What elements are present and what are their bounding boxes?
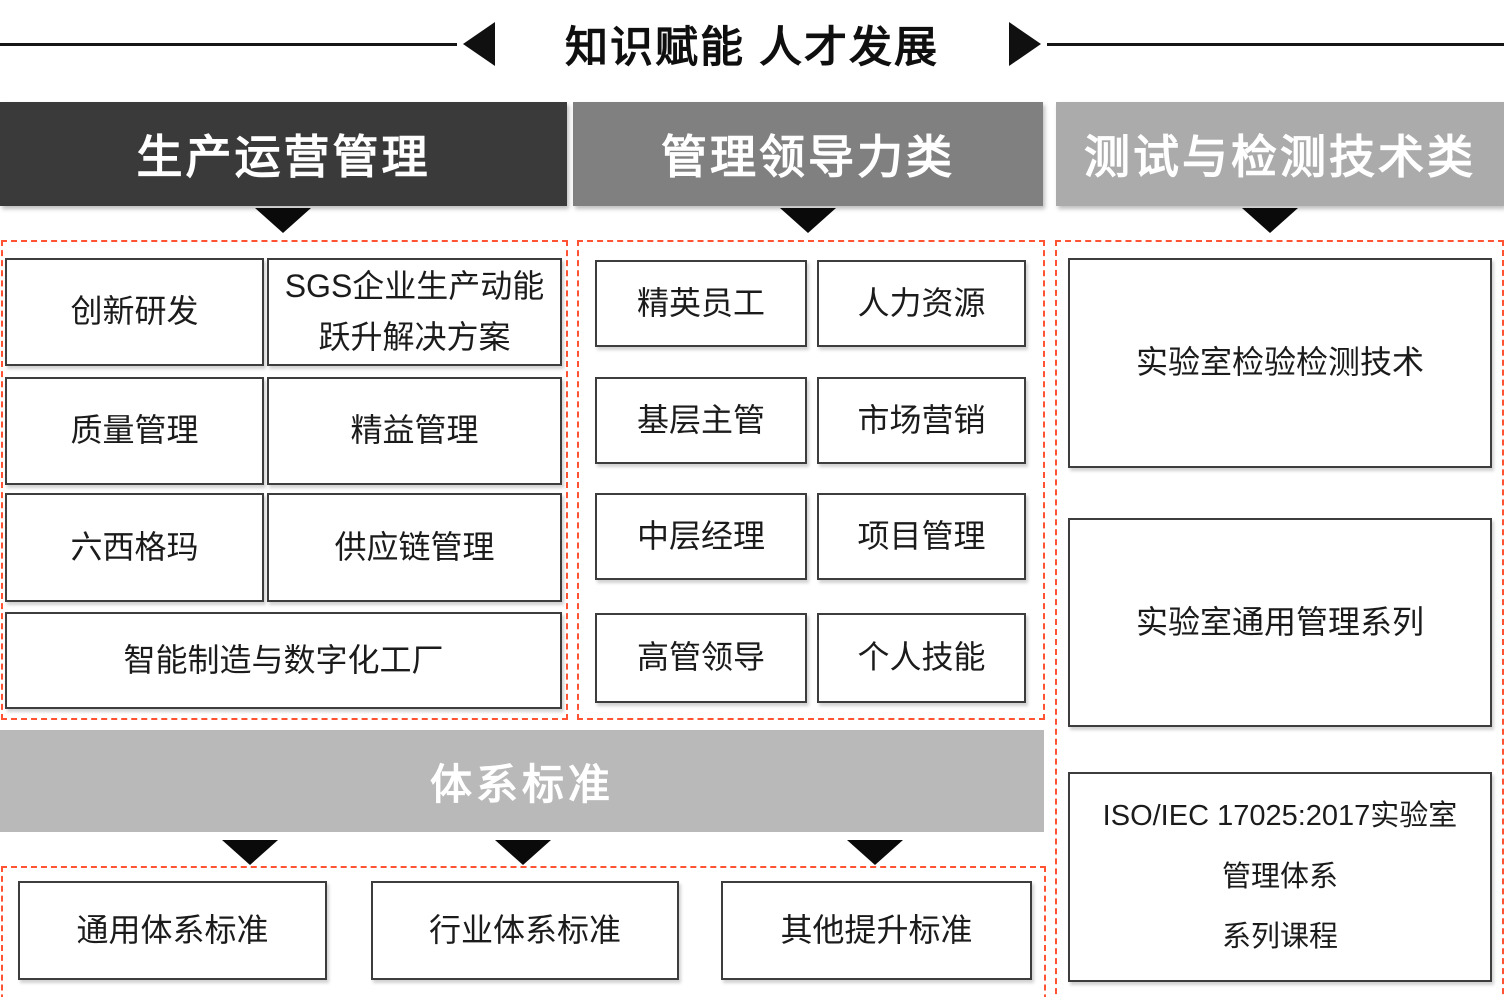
- box-project-management: 项目管理: [817, 493, 1026, 580]
- box-lab-general-management-series: 实验室通用管理系列: [1068, 518, 1492, 727]
- header-testing-inspection: 测试与检测技术类: [1056, 102, 1504, 206]
- box-human-resources: 人力资源: [817, 260, 1026, 347]
- header-management-leadership: 管理领导力类: [573, 102, 1043, 206]
- box-supply-chain-management: 供应链管理: [267, 493, 562, 602]
- box-executive-leadership: 高管领导: [595, 613, 807, 703]
- title-row: 知识赋能 人才发展: [0, 18, 1504, 72]
- page-title: 知识赋能 人才发展: [565, 24, 939, 72]
- box-iso-17025-lab-system-courses: ISO/IEC 17025:2017实验室 管理体系 系列课程: [1068, 772, 1492, 982]
- divider-line-left: [0, 42, 458, 46]
- box-other-improvement-standards: 其他提升标准: [721, 881, 1032, 980]
- down-arrow-icon: [847, 840, 903, 865]
- box-smart-manufacturing-digital-factory: 智能制造与数字化工厂: [5, 612, 562, 709]
- banner-system-standards: 体系标准: [0, 730, 1044, 832]
- header-production-operations: 生产运营管理: [0, 102, 567, 206]
- box-six-sigma: 六西格玛: [5, 493, 264, 602]
- box-personal-skills: 个人技能: [817, 613, 1026, 703]
- down-arrow-icon: [255, 208, 311, 233]
- down-arrow-icon: [222, 840, 278, 865]
- panel-production-operations: [1, 240, 568, 720]
- box-quality-management: 质量管理: [5, 377, 264, 485]
- panel-testing-inspection: [1055, 240, 1504, 997]
- box-frontline-supervisor: 基层主管: [595, 377, 807, 464]
- down-arrow-icon: [1242, 208, 1298, 233]
- arrow-left-icon: [463, 22, 496, 66]
- box-general-system-standards: 通用体系标准: [18, 881, 327, 980]
- box-innovation-rd: 创新研发: [5, 258, 264, 366]
- box-sgs-production-solution: SGS企业生产动能 跃升解决方案: [267, 258, 562, 366]
- down-arrow-icon: [780, 208, 836, 233]
- box-middle-manager: 中层经理: [595, 493, 807, 580]
- box-marketing: 市场营销: [817, 377, 1026, 464]
- panel-system-standards: [1, 866, 1046, 997]
- box-lab-testing-technology: 实验室检验检测技术: [1068, 258, 1492, 468]
- box-lean-management: 精益管理: [267, 377, 562, 485]
- arrow-right-icon: [1008, 22, 1041, 66]
- down-arrow-icon: [495, 840, 551, 865]
- box-elite-staff: 精英员工: [595, 260, 807, 347]
- panel-management-leadership: [577, 240, 1045, 720]
- divider-line-right: [1046, 42, 1504, 46]
- box-industry-system-standards: 行业体系标准: [371, 881, 679, 980]
